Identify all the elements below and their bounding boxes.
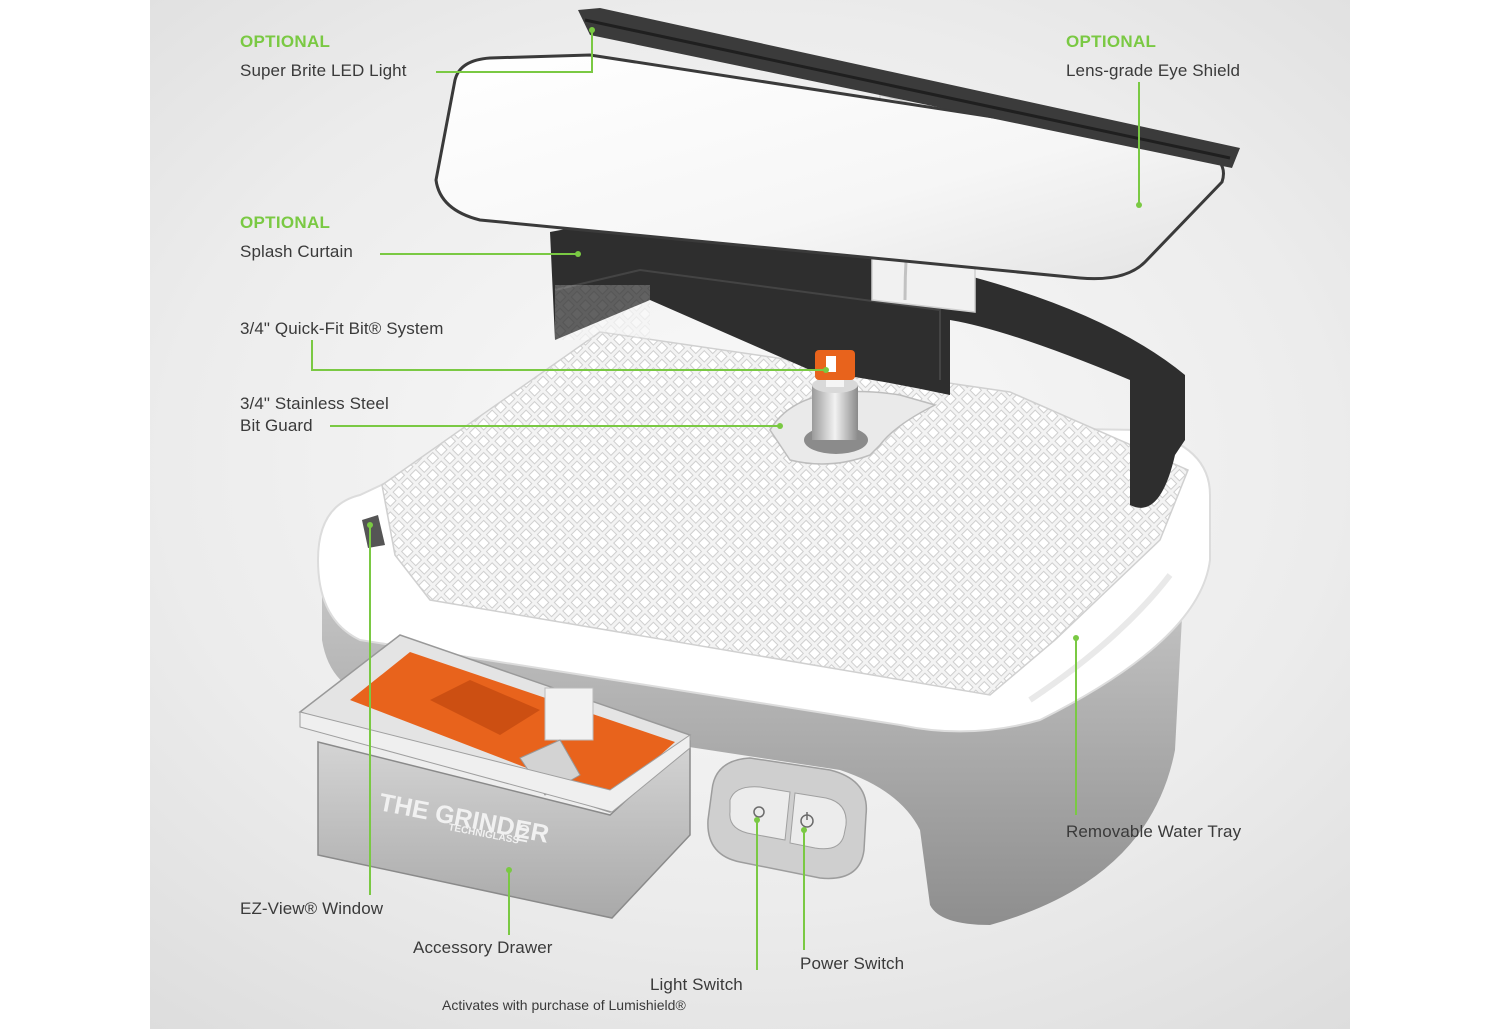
water-tray-edge <box>1028 573 1173 703</box>
grinding-bit-assembly <box>804 350 868 454</box>
leader-led-light <box>436 30 593 73</box>
label-light-switch-note: Activates with purchase of Lumishield® <box>442 997 686 1013</box>
label-splash-curtain: Splash Curtain <box>240 242 353 261</box>
drawer-brand-suffix: 2 <box>514 819 532 848</box>
label-eye-shield: Lens-grade Eye Shield <box>1066 61 1241 80</box>
leader-quick-fit <box>311 340 826 371</box>
optional-tag-led: OPTIONAL <box>240 32 331 51</box>
accessory-drawer-shape: THE GRINDER 2 TECHNIGLASS <box>298 634 692 919</box>
optional-tag-eye-shield: OPTIONAL <box>1066 32 1157 51</box>
label-quick-fit: 3/4" Quick-Fit Bit® System <box>240 319 444 338</box>
label-led-light: Super Brite LED Light <box>240 61 407 80</box>
switch-panel <box>707 757 868 880</box>
label-bit-guard-line1: 3/4" Stainless Steel <box>240 394 389 413</box>
label-ez-view: EZ-View® Window <box>240 899 384 918</box>
label-light-switch: Light Switch <box>650 975 743 994</box>
eye-shield-assembly <box>434 8 1240 313</box>
label-accessory-drawer: Accessory Drawer <box>413 938 553 957</box>
light-bulb-icon <box>753 806 765 818</box>
label-bit-guard-line2: Bit Guard <box>240 416 313 435</box>
splash-curtain-shape <box>550 218 1185 508</box>
callout-lines <box>311 30 1140 970</box>
label-water-tray: Removable Water Tray <box>1066 822 1242 841</box>
optional-tag-splash-curtain: OPTIONAL <box>240 213 331 232</box>
callout-dots <box>367 27 1142 873</box>
label-power-switch: Power Switch <box>800 954 905 973</box>
